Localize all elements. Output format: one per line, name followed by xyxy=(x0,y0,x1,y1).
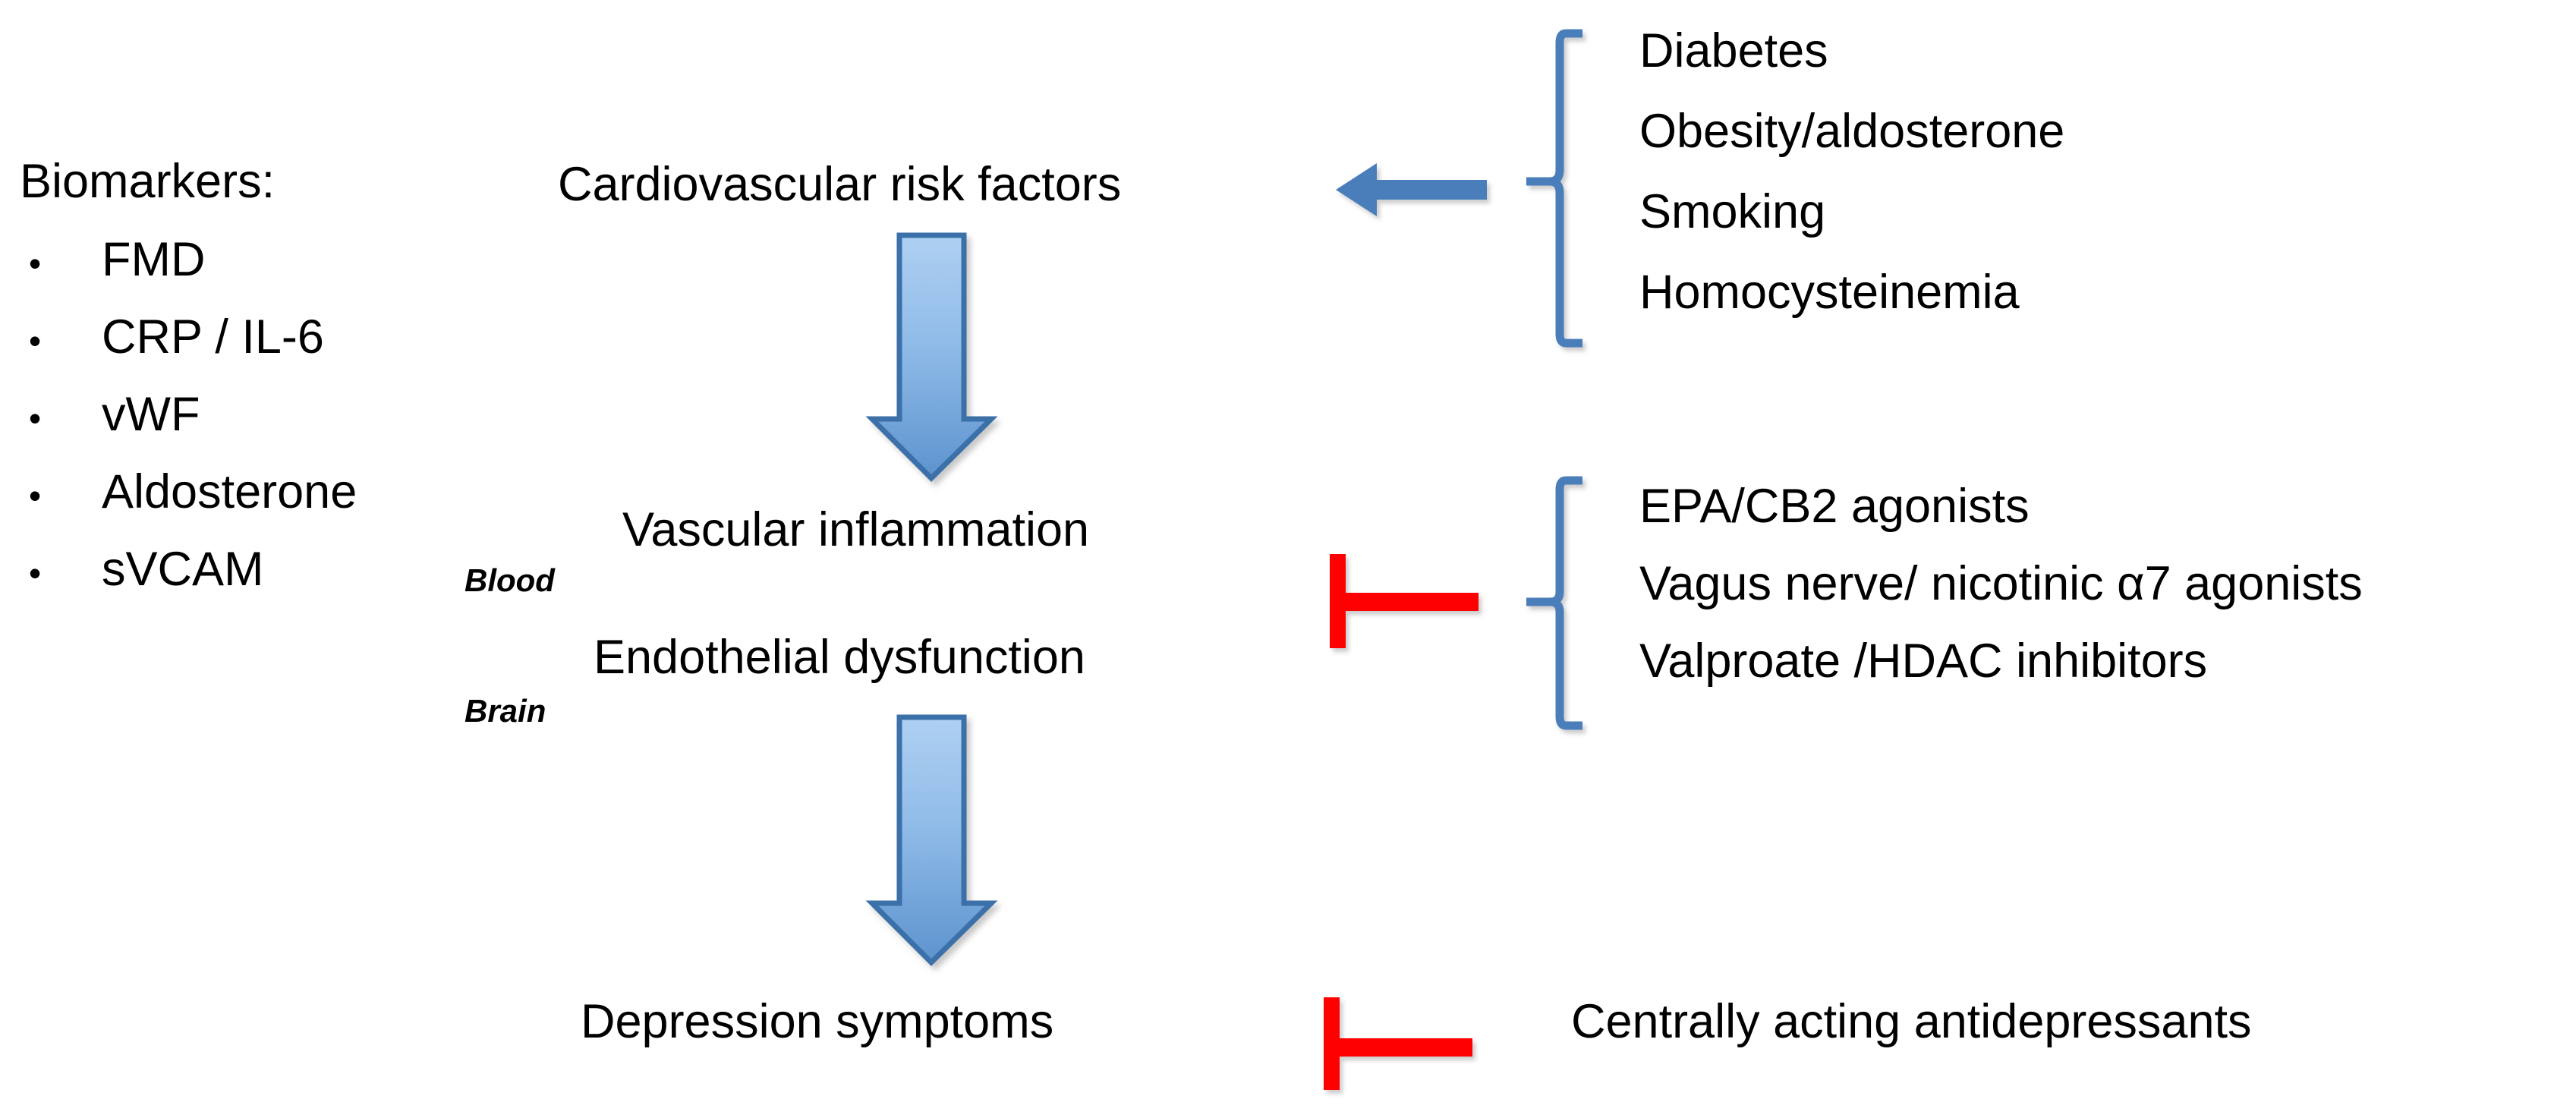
treatment-item: EPA/CB2 agonists xyxy=(1639,480,2030,533)
biomarker-label: Aldosterone xyxy=(102,465,357,518)
antidepressants-label: Centrally acting antidepressants xyxy=(1571,995,2252,1048)
biomarker-label: vWF xyxy=(102,388,200,441)
node-endothelial-dysfunction: Endothelial dysfunction xyxy=(594,631,1085,684)
biomarker-list-item: • FMD xyxy=(20,231,445,288)
brace-treatments-icon xyxy=(1526,476,1582,730)
risk-factors-list: Diabetes Obesity/aldosterone Smoking Hom… xyxy=(1639,27,2064,317)
biomarkers-panel: Biomarkers: • FMD • CRP / IL-6 • vWF • A… xyxy=(20,158,445,619)
biomarker-list-item: • sVCAM xyxy=(20,541,445,597)
bullet-icon: • xyxy=(29,244,42,283)
biomarker-list-item: • vWF xyxy=(20,386,445,442)
biomarker-label: FMD xyxy=(102,233,206,286)
arrow-endothelial-to-depression-icon xyxy=(865,714,998,966)
inhibition-marker-antidepressants-icon xyxy=(1324,997,1472,1090)
arrow-riskfactors-inbound-icon xyxy=(1336,163,1487,216)
biomarker-label: CRP / IL-6 xyxy=(102,310,324,364)
biomarker-list-item: • Aldosterone xyxy=(20,464,445,520)
compartment-label-brain: Brain xyxy=(464,693,546,729)
bullet-icon: • xyxy=(29,476,42,515)
risk-factor-item: Diabetes xyxy=(1639,24,1828,77)
biomarker-list-item: • CRP / IL-6 xyxy=(20,309,445,365)
inhibition-marker-treatments-icon xyxy=(1330,554,1479,648)
node-cardiovascular-risk-factors: Cardiovascular risk factors xyxy=(558,158,1122,211)
bullet-icon: • xyxy=(29,553,42,593)
risk-factor-item: Homocysteinemia xyxy=(1639,266,2020,319)
bullet-icon: • xyxy=(29,321,42,361)
treatment-item: Vagus nerve/ nicotinic α7 agonists xyxy=(1639,557,2363,610)
treatments-list: EPA/CB2 agonists Vagus nerve/ nicotinic … xyxy=(1639,483,2363,685)
risk-factor-item: Obesity/aldosterone xyxy=(1639,105,2065,158)
biomarkers-title: Biomarkers: xyxy=(20,155,276,208)
node-depression-symptoms: Depression symptoms xyxy=(581,995,1054,1048)
treatment-item: Valproate /HDAC inhibitors xyxy=(1639,635,2208,688)
node-vascular-inflammation: Vascular inflammation xyxy=(622,503,1090,556)
risk-factor-item: Smoking xyxy=(1639,185,1826,238)
bullet-icon: • xyxy=(29,398,42,438)
compartment-label-blood: Blood xyxy=(464,562,555,598)
arrow-risk-to-inflammation-icon xyxy=(865,232,998,482)
biomarker-label: sVCAM xyxy=(102,543,264,596)
brace-risk-factors-icon xyxy=(1526,29,1582,348)
